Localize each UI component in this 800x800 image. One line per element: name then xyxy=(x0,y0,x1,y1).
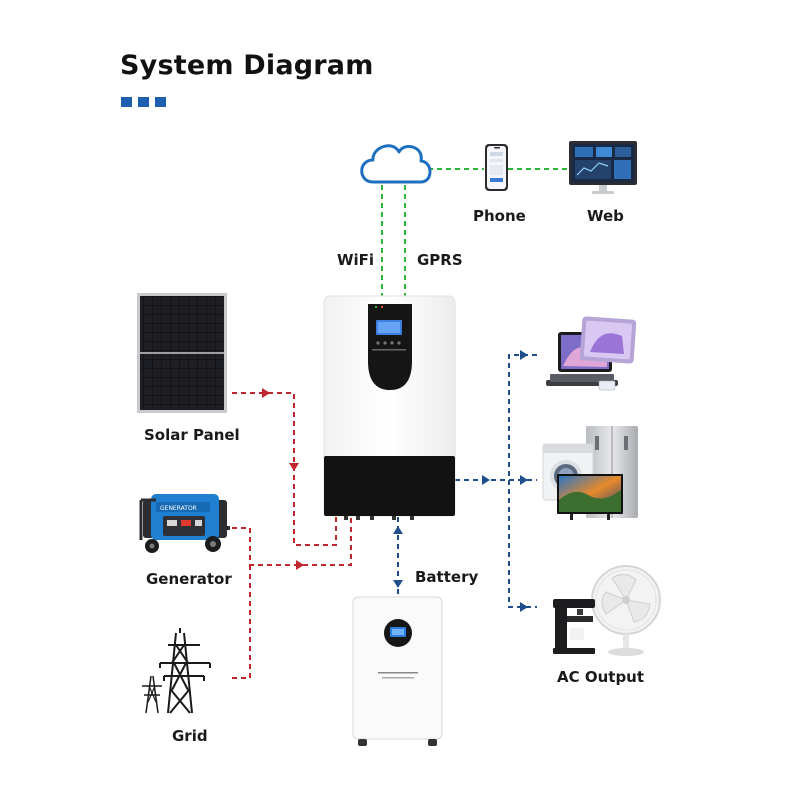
solar-line xyxy=(232,392,337,546)
appliances-icon xyxy=(542,426,638,520)
input-lines xyxy=(232,392,352,679)
solar-panel-label: Solar Panel xyxy=(144,426,240,444)
title-accent-bars xyxy=(121,97,166,107)
gprs-label: GPRS xyxy=(417,251,463,269)
ac-output-label: AC Output xyxy=(557,668,645,686)
battery-arrow-down xyxy=(393,580,403,588)
solar-panel-icon xyxy=(137,293,227,413)
input-arrows xyxy=(262,388,304,570)
generator-label: Generator xyxy=(146,570,232,588)
generator-arrow xyxy=(296,560,304,570)
cloud-icon xyxy=(360,144,432,184)
out-arrow-1 xyxy=(482,475,490,485)
output-arrows xyxy=(393,350,528,612)
inverter-icon xyxy=(323,295,456,520)
battery-arrow-up xyxy=(393,526,403,534)
out-arrow-2 xyxy=(520,350,528,360)
grid-label: Grid xyxy=(172,727,208,745)
tablet-icon xyxy=(546,316,637,391)
page-title: System Diagram xyxy=(120,50,374,81)
solar-arrow-2 xyxy=(289,463,299,471)
comm-lines xyxy=(381,168,570,296)
battery-label: Battery xyxy=(415,568,479,586)
fan-coffee-icon xyxy=(553,565,661,656)
monitor-icon xyxy=(569,141,637,194)
phone-label: Phone xyxy=(473,207,526,225)
generator-line xyxy=(232,515,352,566)
svg-text:GENERATOR: GENERATOR xyxy=(160,505,197,512)
battery-icon xyxy=(352,596,443,746)
solar-arrow-1 xyxy=(262,388,270,398)
wifi-label: WiFi xyxy=(337,251,375,269)
phone-icon xyxy=(485,144,508,191)
out-arrow-3 xyxy=(520,475,528,485)
grid-line xyxy=(232,565,251,679)
web-label: Web xyxy=(587,207,624,225)
generator-icon: GENERATOR xyxy=(139,494,230,553)
out-arrow-4 xyxy=(520,602,528,612)
pylon-icon xyxy=(142,628,211,714)
